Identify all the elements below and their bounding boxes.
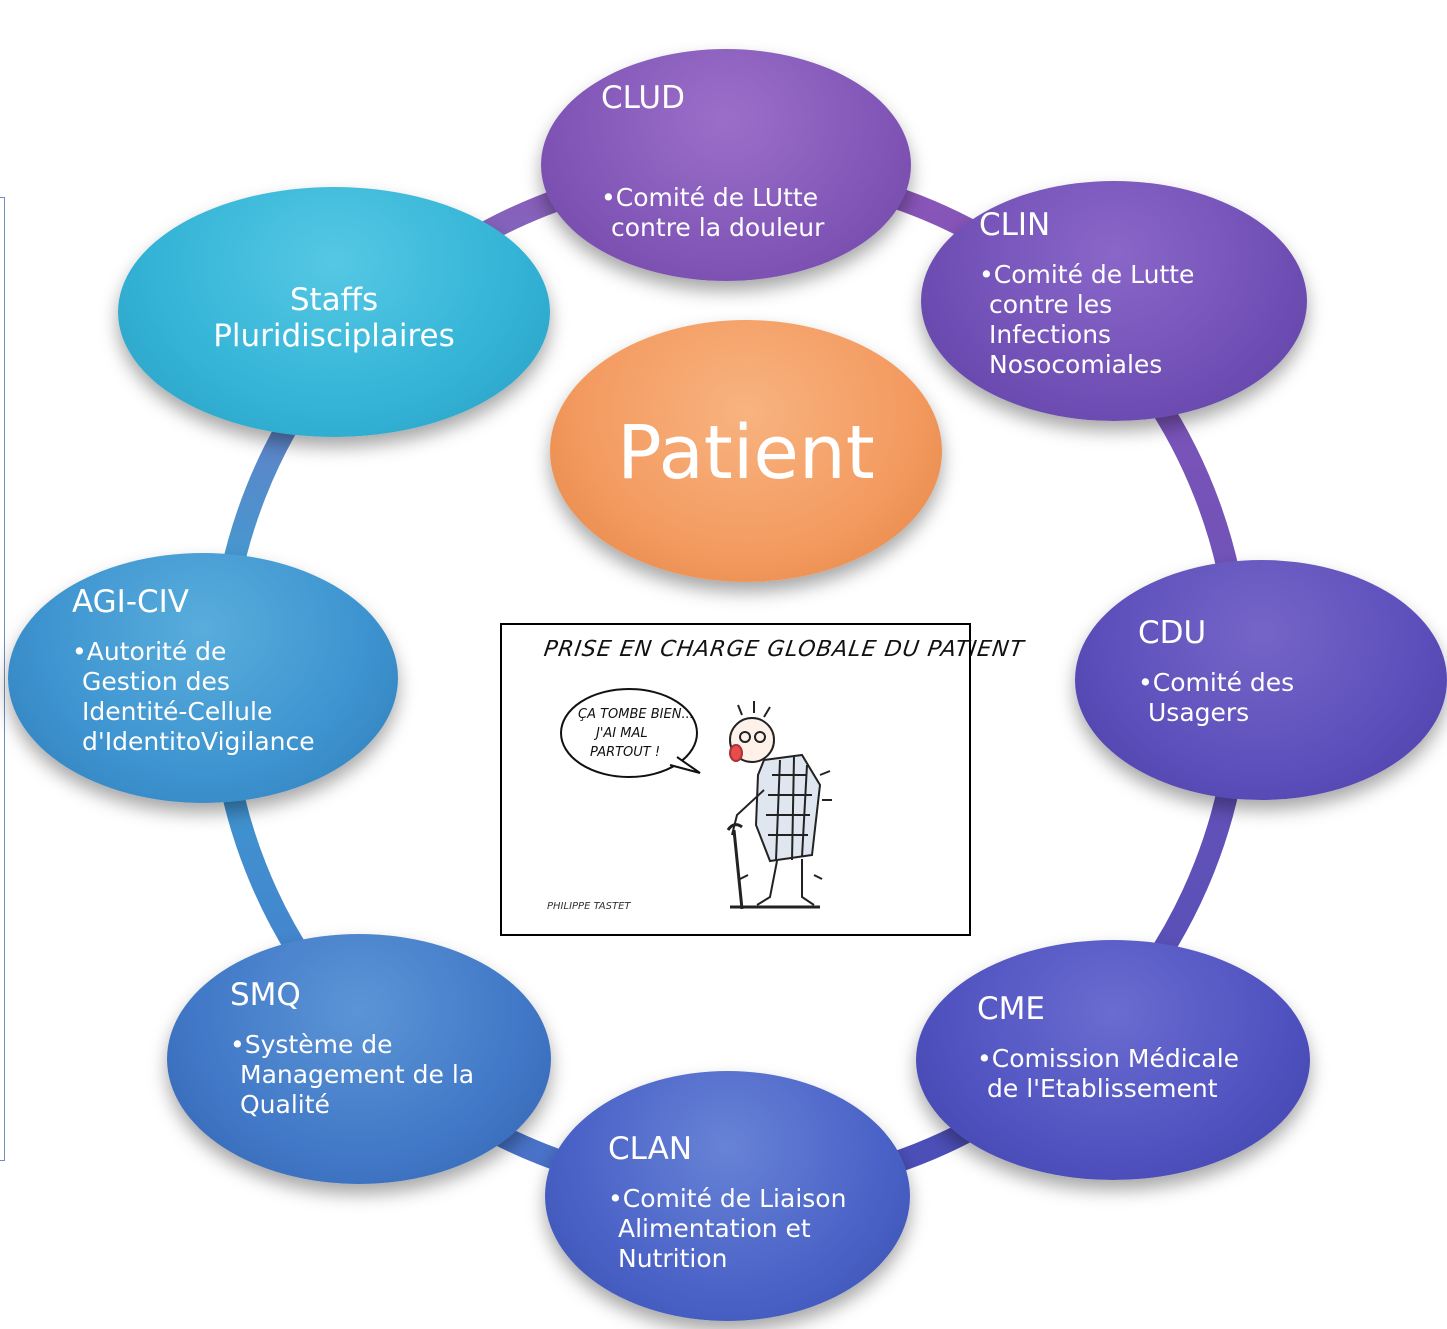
- node-clin-title: CLIN: [979, 207, 1051, 243]
- node-cme-desc-line: •Comission Médicale: [977, 1044, 1240, 1073]
- node-agi-civ-title: AGI-CIV: [72, 584, 190, 620]
- node-cme-title: CME: [977, 991, 1045, 1027]
- node-smq-desc: •Système de Management de la Qualité: [230, 1030, 474, 1120]
- node-agi-civ-desc-line: d'IdentitoVigilance: [82, 727, 315, 756]
- speech-bubble: ÇA TOMBE BIEN... J'AI MAL PARTOUT !: [560, 688, 701, 778]
- node-cdu-desc-line: Usagers: [1148, 698, 1250, 727]
- node-cme: CME •Comission Médicale de l'Etablisseme…: [916, 940, 1310, 1180]
- node-clan-desc: •Comité de Liaison Alimentation et Nutri…: [608, 1184, 846, 1274]
- node-agi-civ-desc-line: •Autorité de: [72, 637, 227, 666]
- node-clin-desc: •Comité de Lutte contre les Infections N…: [979, 260, 1194, 380]
- patient-label: Patient: [617, 410, 875, 496]
- node-cdu-title: CDU: [1138, 615, 1207, 651]
- node-cdu: CDU •Comité des Usagers: [1075, 560, 1447, 800]
- node-staffs-title: Pluridisciplaires: [213, 318, 455, 354]
- node-smq-desc-line: •Système de: [230, 1030, 393, 1059]
- node-clin-desc-line: Nosocomiales: [989, 350, 1163, 379]
- node-agi-civ-desc-line: Gestion des: [82, 667, 230, 696]
- node-cme-desc-line: de l'Etablissement: [987, 1074, 1218, 1103]
- cartoon-signature: PHILIPPE TASTET: [547, 901, 631, 912]
- side-bracket-line: [0, 197, 5, 1161]
- node-agi-civ-desc: •Autorité de Gestion des Identité-Cellul…: [72, 637, 315, 757]
- bubble-line: J'AI MAL: [593, 726, 648, 741]
- node-clin-desc-line: Infections: [989, 320, 1112, 349]
- node-clin: CLIN •Comité de Lutte contre les Infecti…: [921, 181, 1307, 421]
- node-smq-desc-line: Qualité: [240, 1090, 330, 1119]
- node-clan-desc-line: Nutrition: [618, 1244, 728, 1273]
- node-cdu-desc: •Comité des Usagers: [1138, 668, 1294, 728]
- node-clan: CLAN •Comité de Liaison Alimentation et …: [545, 1071, 910, 1321]
- old-patient-figure: [726, 701, 832, 910]
- bubble-line: PARTOUT !: [590, 745, 660, 760]
- node-patient: Patient: [550, 320, 942, 582]
- node-clud: CLUD •Comité de LUtte contre la douleur: [541, 49, 911, 281]
- cartoon-drawing: ÇA TOMBE BIEN... J'AI MAL PARTOUT ! PHIL…: [547, 688, 832, 912]
- node-cdu-desc-line: •Comité des: [1138, 668, 1295, 697]
- node-clan-title: CLAN: [608, 1131, 693, 1167]
- node-cme-desc: •Comission Médicale de l'Etablissement: [977, 1044, 1239, 1104]
- node-agi-civ-desc-line: Identité-Cellule: [82, 697, 273, 726]
- node-clud-desc: •Comité de LUtte contre la douleur: [601, 183, 824, 243]
- node-smq-desc-line: Management de la: [240, 1060, 475, 1089]
- node-clud-desc-line: contre la douleur: [611, 213, 825, 242]
- node-clin-desc-line: contre les: [989, 290, 1113, 319]
- node-clan-desc-line: Alimentation et: [618, 1214, 811, 1243]
- node-clud-title: CLUD: [601, 80, 685, 116]
- cartoon-image: PRISE EN CHARGE GLOBALE DU PATIENT ÇA TO…: [500, 623, 1026, 936]
- bubble-line: ÇA TOMBE BIEN...: [578, 707, 694, 722]
- node-agi-civ: AGI-CIV •Autorité de Gestion des Identit…: [8, 553, 398, 803]
- node-staffs-title: Staffs: [289, 282, 379, 318]
- node-staffs: Staffs Pluridisciplaires: [118, 187, 550, 437]
- node-clan-desc-line: •Comité de Liaison: [608, 1184, 847, 1213]
- node-clin-desc-line: •Comité de Lutte: [979, 260, 1195, 289]
- node-smq-title: SMQ: [230, 977, 301, 1013]
- node-clud-desc-line: •Comité de LUtte: [601, 183, 819, 212]
- node-smq: SMQ •Système de Management de la Qualité: [167, 934, 551, 1184]
